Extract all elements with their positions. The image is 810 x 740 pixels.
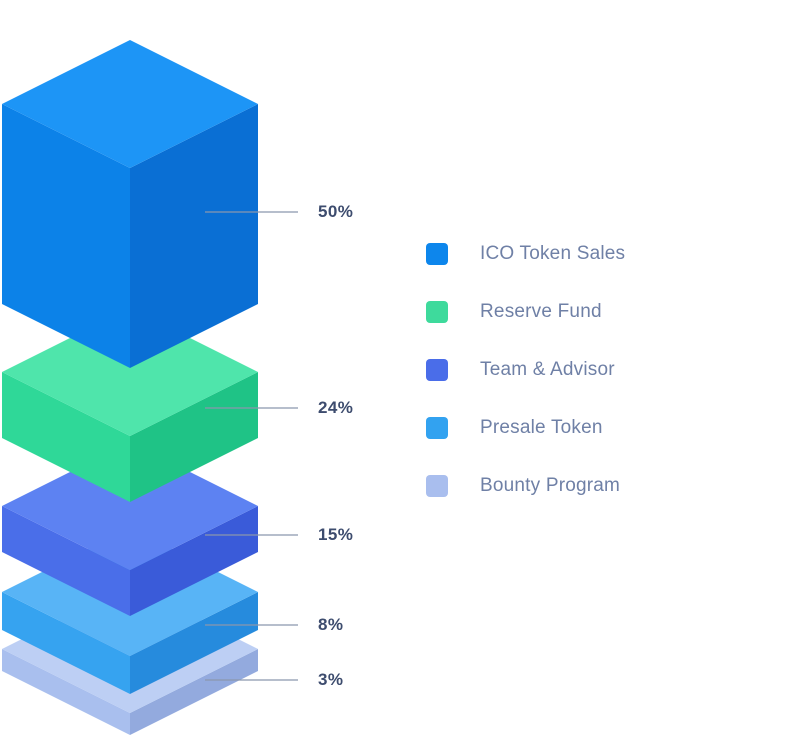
- legend-swatch-icon: [426, 359, 448, 381]
- legend-label: Team & Advisor: [480, 359, 615, 380]
- block-top-face: [2, 442, 258, 570]
- percent-label-bounty-program: 3%: [318, 670, 344, 689]
- block-right-face: [130, 649, 258, 735]
- percent-label-ico-token-sales: 50%: [318, 202, 354, 221]
- legend-item-presale-token: Presale Token: [426, 416, 625, 440]
- legend-label: Presale Token: [480, 417, 603, 438]
- percent-label-presale-token: 8%: [318, 615, 344, 634]
- block-top-face: [2, 308, 258, 436]
- block-left-face: [2, 372, 130, 502]
- legend-item-ico-token-sales: ICO Token Sales: [426, 242, 625, 266]
- legend-swatch-icon: [426, 417, 448, 439]
- legend-swatch-icon: [426, 243, 448, 265]
- block-left-face: [2, 104, 130, 368]
- block-right-face: [130, 506, 258, 616]
- block-right-face: [130, 104, 258, 368]
- legend-swatch-icon: [426, 475, 448, 497]
- legend: ICO Token Sales Reserve Fund Team & Advi…: [426, 242, 625, 498]
- block-top-face: [2, 40, 258, 168]
- legend-label: ICO Token Sales: [480, 243, 626, 264]
- block-left-face: [2, 592, 130, 694]
- legend-swatch-icon: [426, 301, 448, 323]
- legend-item-bounty-program: Bounty Program: [426, 474, 625, 498]
- iso-block-2: [2, 442, 258, 616]
- legend-label: Reserve Fund: [480, 301, 602, 322]
- legend-label: Bounty Program: [480, 475, 621, 496]
- percent-label-team-advisor: 15%: [318, 525, 354, 544]
- legend-item-reserve-fund: Reserve Fund: [426, 300, 625, 324]
- percent-label-reserve-fund: 24%: [318, 398, 354, 417]
- iso-block-1: [2, 308, 258, 502]
- block-left-face: [2, 649, 130, 735]
- legend-item-team-advisor: Team & Advisor: [426, 358, 625, 382]
- block-right-face: [130, 372, 258, 502]
- block-left-face: [2, 506, 130, 616]
- block-right-face: [130, 592, 258, 694]
- iso-block-0: [2, 40, 258, 368]
